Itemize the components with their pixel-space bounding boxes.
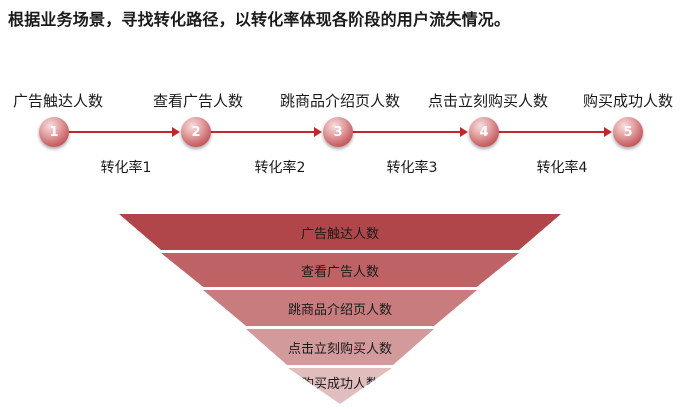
funnel-level-1: 广告触达人数 <box>119 214 561 250</box>
conversion-rate-3: 转化率3 <box>386 160 438 176</box>
arrow-2-icon <box>314 127 322 137</box>
connector-line-2 <box>210 131 314 133</box>
funnel-level-3-label: 跳商品介绍页人数 <box>287 302 392 318</box>
funnel-level-5-label: 购买成功人数 <box>300 376 379 392</box>
stage-node-2: 2 <box>181 117 211 147</box>
connector-line-4 <box>498 131 604 133</box>
funnel-level-2: 查看广告人数 <box>161 253 519 287</box>
conversion-rate-2: 转化率2 <box>254 160 306 176</box>
stage-label-3: 跳商品介绍页人数 <box>279 92 401 110</box>
stage-label-2: 查看广告人数 <box>152 92 244 110</box>
stage-label-1: 广告触达人数 <box>12 92 104 110</box>
stage-node-5: 5 <box>613 117 643 147</box>
connector-line-3 <box>352 131 460 133</box>
conversion-rate-1: 转化率1 <box>100 160 152 176</box>
stage-node-4: 4 <box>469 117 499 147</box>
funnel-level-2-label: 查看广告人数 <box>300 264 379 280</box>
stage-label-4: 点击立刻购买人数 <box>427 92 549 110</box>
stage-label-5: 购买成功人数 <box>582 92 674 110</box>
funnel-level-4-label: 点击立刻购买人数 <box>287 341 392 357</box>
funnel-level-5: 购买成功人数 <box>288 368 392 404</box>
stage-node-1: 1 <box>39 117 69 147</box>
connector-line-1 <box>68 131 172 133</box>
funnel-level-4: 点击立刻购买人数 <box>246 329 434 365</box>
stage-node-3: 3 <box>323 117 353 147</box>
funnel-level-3: 跳商品介绍页人数 <box>203 290 477 326</box>
page-heading: 根据业务场景，寻找转化路径，以转化率体现各阶段的用户流失情况。 <box>8 10 511 29</box>
arrow-4-icon <box>604 127 612 137</box>
funnel-level-1-label: 广告触达人数 <box>300 226 379 242</box>
arrow-3-icon <box>460 127 468 137</box>
arrow-1-icon <box>172 127 180 137</box>
conversion-rate-4: 转化率4 <box>536 160 588 176</box>
